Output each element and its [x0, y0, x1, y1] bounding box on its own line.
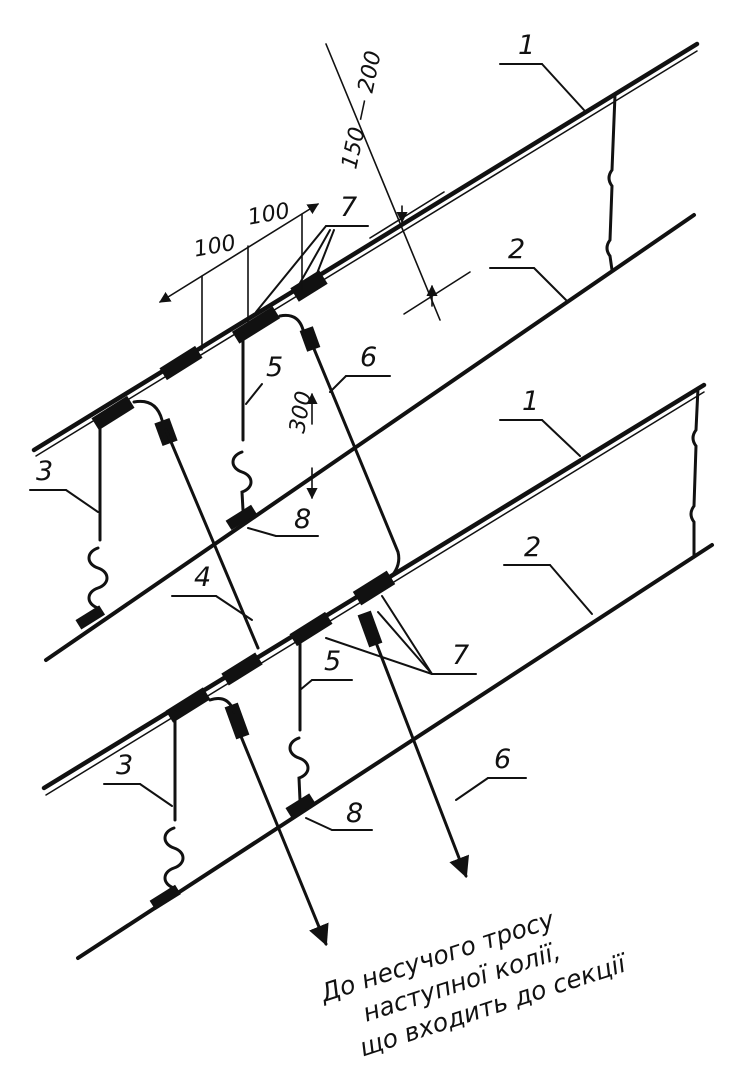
dim-100-right: 100 — [246, 199, 292, 231]
label-1-upper: 1 — [518, 30, 535, 61]
contact-wire-lower — [76, 543, 714, 960]
label-2-upper: 2 — [508, 234, 525, 265]
clamp-lower-b — [352, 570, 396, 606]
label-6-upper: 6 — [360, 342, 377, 373]
clamp-upper-a — [159, 345, 203, 381]
jumper-wire — [310, 342, 401, 584]
arrow-to-next-track-b — [373, 638, 469, 878]
transverse-dropper-upper — [225, 306, 281, 531]
label-8-lower: 8 — [346, 798, 363, 829]
transverse-dropper-lower — [285, 611, 333, 818]
arrow-to-next-track-a — [238, 732, 329, 946]
label-6-lower: 6 — [494, 744, 511, 775]
dropper-upper — [75, 395, 135, 630]
messenger-wire-upper — [31, 41, 700, 453]
dim-300: 300 — [285, 389, 317, 435]
label-7-upper: 7 — [340, 192, 357, 223]
label-8-upper: 8 — [294, 504, 311, 535]
label-7-lower: 7 — [452, 640, 469, 671]
label-2-lower: 2 — [524, 532, 541, 563]
clamp-lower-a — [221, 652, 263, 686]
label-5-upper: 5 — [266, 352, 283, 383]
clamp-upper-b — [290, 270, 328, 302]
label-3-lower: 3 — [116, 750, 133, 781]
connector-wire — [164, 428, 260, 650]
label-4: 4 — [194, 562, 211, 593]
label-3-upper: 3 — [36, 456, 53, 487]
label-5-lower: 5 — [324, 646, 341, 677]
label-1-lower: 1 — [522, 386, 539, 417]
dim-150-200: 150 — 200 — [337, 49, 386, 172]
dropper-lower — [149, 687, 211, 911]
note-text: До несучого тросу наступної колії, що вх… — [316, 904, 632, 1062]
end-dropper-lower — [689, 386, 700, 557]
end-dropper-upper — [605, 93, 617, 272]
contact-wire-upper — [44, 213, 696, 662]
